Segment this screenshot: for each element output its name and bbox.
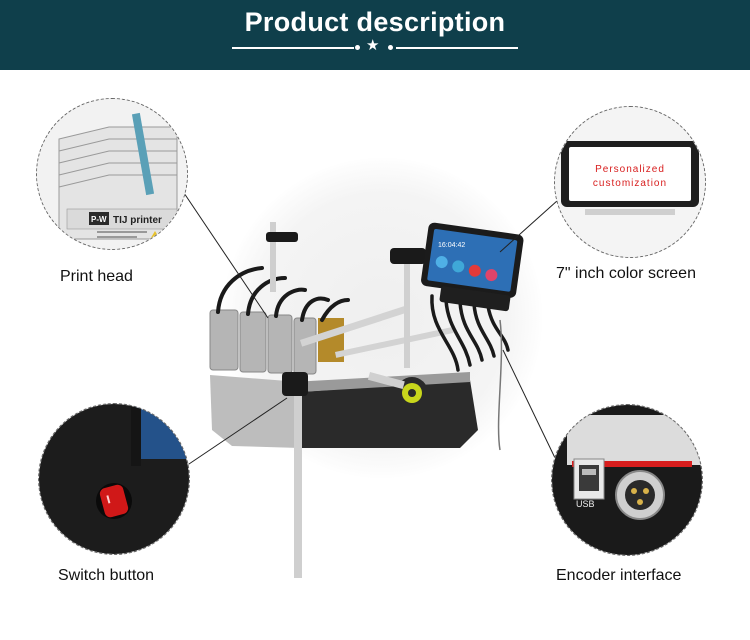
title-divider-right	[396, 47, 518, 49]
screen-text-line2: customization	[593, 178, 667, 189]
print-head-label: Print head	[60, 268, 133, 285]
encoder-closeup: USB	[552, 405, 702, 555]
switch-closeup	[39, 404, 189, 554]
screen-text-line1: Personalized	[595, 164, 665, 175]
usb-label: USB	[576, 499, 595, 509]
encoder-label: Encoder interface	[556, 567, 682, 584]
page-title: Product description	[244, 7, 506, 37]
switch-callout	[38, 403, 190, 555]
title-divider-left	[232, 47, 354, 49]
screen-closeup: Personalized customization	[555, 107, 705, 257]
print-head-badge: P-W	[91, 215, 107, 224]
divider-dot-left	[355, 45, 360, 50]
print-head-callout: P-W TIJ printer	[36, 98, 188, 250]
divider-dot-right	[388, 45, 393, 50]
screen-clock: 16:04:42	[438, 242, 465, 249]
header-banner: Product description ★	[0, 0, 750, 70]
switch-label: Switch button	[58, 567, 155, 584]
encoder-callout: USB	[551, 404, 703, 556]
print-head-model: TIJ printer	[113, 215, 162, 226]
screen-callout: Personalized customization	[554, 106, 706, 258]
screen-label: 7" inch color screen	[556, 265, 696, 282]
print-head-closeup: P-W TIJ printer	[37, 99, 187, 249]
star-icon: ★	[366, 37, 380, 54]
